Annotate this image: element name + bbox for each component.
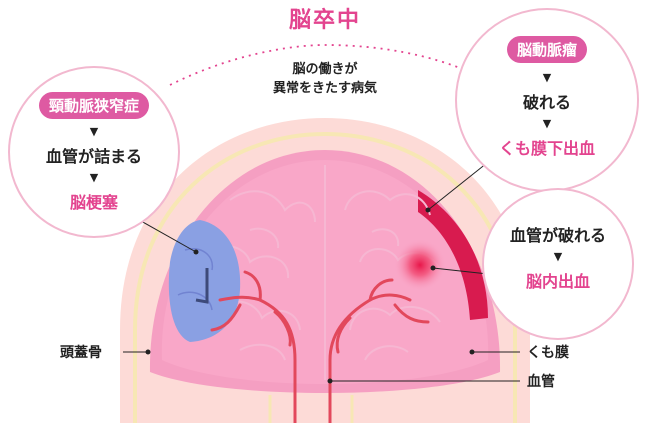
dotted-arc (169, 44, 471, 86)
skull-label: 頭蓋骨 (60, 345, 102, 361)
right-bottom-result: 脳内出血 (525, 272, 590, 291)
right-bottom-cause-circle (482, 188, 634, 340)
subtitle-line-1: 脳の働きが (292, 62, 358, 77)
right-top-result: くも膜下出血 (498, 139, 595, 158)
diagram-title: 脳卒中 (288, 8, 361, 33)
arrow-down-icon: ▼ (542, 117, 552, 130)
subarachnoid-bleed (418, 190, 488, 320)
left-step: 血管が詰まる (45, 147, 142, 166)
subtitle: 脳の働きが 異常をきたす病気 (245, 60, 405, 98)
left-result: 脳梗塞 (69, 193, 118, 212)
arrow-down-icon: ▼ (553, 250, 563, 263)
right-top-step: 破れる (522, 93, 571, 112)
right-bottom-content: 血管が破れる ▼ 脳内出血 (482, 222, 634, 292)
arrow-down-icon: ▼ (89, 171, 99, 184)
blood-vessels (210, 270, 430, 423)
hemorrhage-spot-icon (394, 239, 446, 291)
right-top-content: 脳動脈瘤 ▼ 破れる ▼ くも膜下出血 (455, 36, 639, 159)
arachnoid-label: くも膜 (527, 345, 569, 361)
left-cause-content: 頸動脈狭窄症 ▼ 血管が詰まる ▼ 脳梗塞 (8, 92, 180, 213)
arrow-down-icon: ▼ (89, 125, 99, 138)
arrow-down-icon: ▼ (542, 71, 552, 84)
vessel-label: 血管 (527, 374, 555, 390)
left-cause-pill: 頸動脈狭窄症 (38, 92, 149, 119)
right-bottom-step: 血管が破れる (509, 226, 606, 245)
subtitle-line-2: 異常をきたす病気 (272, 81, 377, 96)
infarct-region-icon (168, 220, 241, 342)
right-top-pill: 脳動脈瘤 (506, 36, 587, 63)
